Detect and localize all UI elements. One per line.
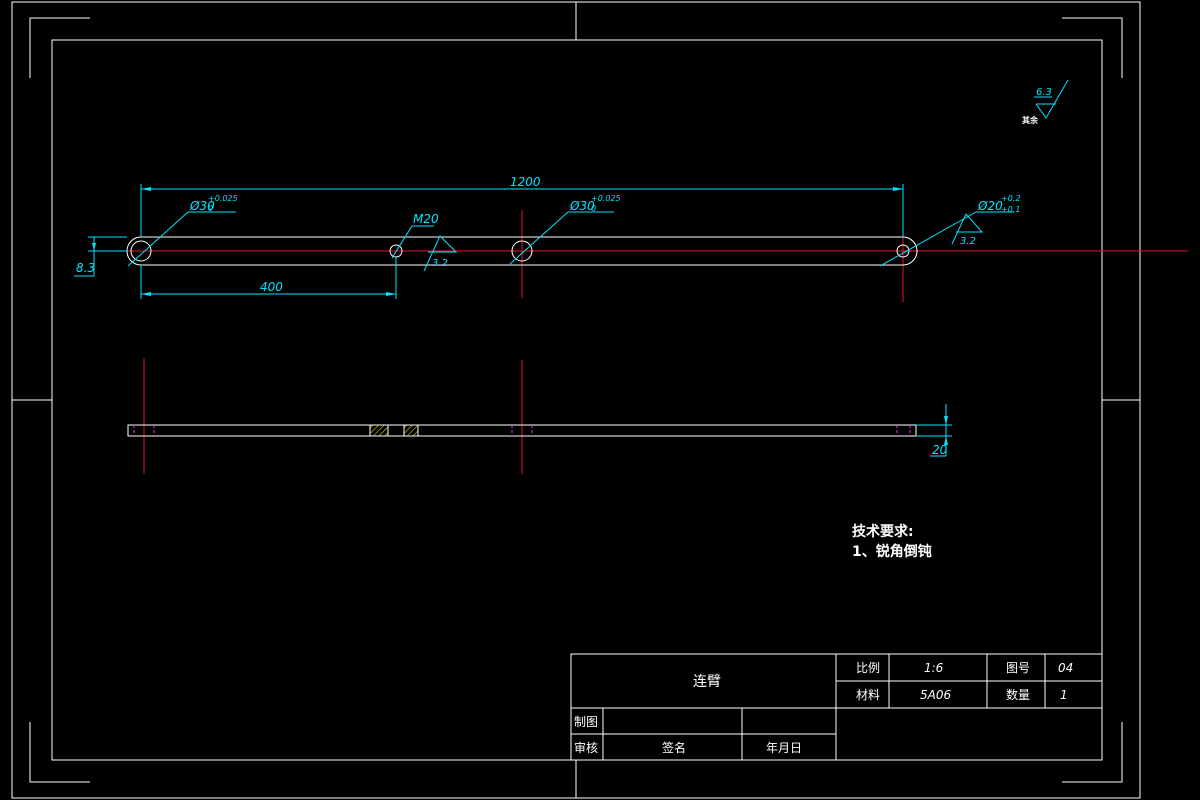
hole-dia-2-tol: +0.025 <box>591 194 621 203</box>
dimension-slot: Ø20 +0.2 +0.1 <box>879 194 1020 267</box>
hole-offset-label: 400 <box>260 280 283 294</box>
part-name: 连臂 <box>693 674 721 690</box>
slot-dia-label: Ø20 <box>977 199 1003 213</box>
slot-hole-right <box>896 244 910 258</box>
half-width-label: 8.3 <box>76 261 95 275</box>
arm-outline <box>126 236 918 266</box>
roughness-symbol-thread: 3.2 <box>423 235 458 272</box>
roughness-symbol-slot: 3.2 <box>951 213 984 247</box>
overall-length-label: 1200 <box>510 175 541 189</box>
date-label: 年月日 <box>766 741 802 755</box>
arm-edge-outline <box>127 424 917 437</box>
dimension-half-width: 8.3 <box>74 236 127 277</box>
drawn-label: 制图 <box>574 715 598 729</box>
thread-section-hatch-right <box>403 424 419 437</box>
quantity-value: 1 <box>1060 688 1068 702</box>
dimension-overall-length: 1200 <box>140 175 904 237</box>
hole-dia-2-tol-low: 0 <box>591 204 596 213</box>
material-label: 材料 <box>856 688 880 702</box>
slot-tol-upper: +0.2 <box>1001 194 1020 203</box>
pivot-hole-left <box>130 240 152 262</box>
hole-dia-1-tol-low: 0 <box>208 204 213 213</box>
drawing-no-label: 图号 <box>1006 661 1030 675</box>
dimension-thickness: 20 <box>916 404 952 457</box>
signature-label: 签名 <box>662 740 686 755</box>
slot-tol-lower: +0.1 <box>1001 205 1020 214</box>
hole-dia-2-label: Ø30 <box>569 199 595 213</box>
drawing-no-value: 04 <box>1058 661 1073 675</box>
checked-label: 审核 <box>574 740 598 755</box>
roughness-thread-value: 3.2 <box>432 258 448 269</box>
dimension-thread: M20 <box>391 212 439 259</box>
roughness-general-value: 6.3 <box>1036 87 1052 98</box>
roughness-general-note: 其余 <box>1022 115 1039 125</box>
roughness-general: 6.3 其余 <box>1022 79 1069 125</box>
tech-requirements-title: 技术要求: <box>852 523 914 540</box>
thread-label: M20 <box>413 212 439 226</box>
scale-label: 比例 <box>856 661 880 675</box>
front-view: 1200 400 Ø30 +0.025 0 M20 3.2 <box>74 175 1188 302</box>
dimension-hole-offset: 400 <box>140 257 397 299</box>
thread-section-hatch-left <box>369 424 389 437</box>
tech-requirements-item: 1、锐角倒钝 <box>852 543 932 560</box>
technical-requirements: 技术要求: 1、锐角倒钝 <box>852 523 932 560</box>
top-view: 20 <box>127 358 952 474</box>
quantity-label: 数量 <box>1006 687 1030 702</box>
thickness-label: 20 <box>932 443 948 457</box>
dimension-hole-dia-1: Ø30 +0.025 0 <box>127 194 238 267</box>
dimension-hole-dia-2: Ø30 +0.025 0 <box>509 194 621 265</box>
pivot-hole-middle <box>511 240 533 262</box>
roughness-slot-value: 3.2 <box>960 236 976 247</box>
title-block: 连臂 比例 1:6 图号 04 材料 5A06 数量 1 制图 审核 签名 年月… <box>570 653 1103 761</box>
hole-dia-1-label: Ø30 <box>189 199 215 213</box>
sheet-border <box>11 1 1141 799</box>
material-value: 5A06 <box>920 688 951 702</box>
hole-dia-1-tol: +0.025 <box>208 194 238 203</box>
scale-value: 1:6 <box>924 661 944 675</box>
